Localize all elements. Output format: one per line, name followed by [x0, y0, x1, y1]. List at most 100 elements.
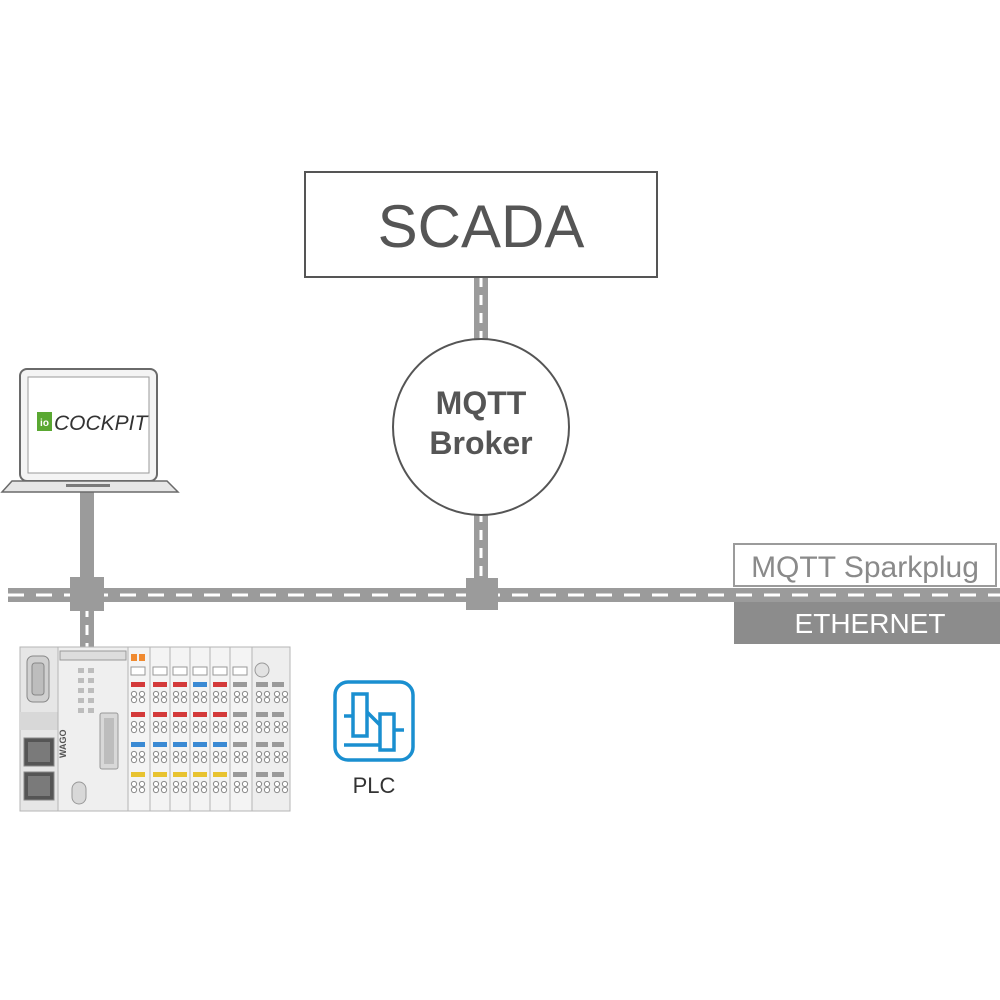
terminal-contact: [160, 750, 168, 758]
laptop-network-link: [80, 492, 94, 584]
network-bus-line: [8, 588, 1000, 602]
terminal-contact: [255, 720, 263, 728]
terminal-contact: [138, 750, 146, 758]
cockpit-label: COCKPIT: [54, 412, 150, 435]
terminal-contact: [281, 756, 289, 764]
terminal-contact: [233, 690, 241, 698]
sparkplug-label: MQTT Sparkplug: [751, 551, 979, 584]
terminal-contact: [138, 696, 146, 704]
terminal-contact: [241, 690, 249, 698]
terminal-contact: [152, 786, 160, 794]
terminal-contact: [130, 726, 138, 734]
terminal-contact: [138, 720, 146, 728]
terminal-contact: [180, 786, 188, 794]
terminal-contact: [273, 696, 281, 704]
terminal-contact: [172, 696, 180, 704]
terminal-contact: [281, 696, 289, 704]
terminal-contact: [220, 756, 228, 764]
terminal-contact: [241, 726, 249, 734]
plc-label: PLC: [353, 773, 396, 798]
scada-box[interactable]: SCADA: [304, 171, 658, 278]
terminal-contact: [130, 690, 138, 698]
terminal-contact: [200, 726, 208, 734]
laptop-device[interactable]: io COCKPIT: [0, 368, 180, 493]
terminal-contact: [180, 726, 188, 734]
terminal-contact: [212, 690, 220, 698]
terminal-contact: [273, 750, 281, 758]
terminal-contact: [152, 720, 160, 728]
terminal-contact: [192, 696, 200, 704]
terminal-contact: [160, 696, 168, 704]
terminal-contact: [241, 750, 249, 758]
terminal-contact: [255, 726, 263, 734]
ethernet-legend: ETHERNET: [734, 602, 1000, 644]
terminal-contact: [180, 780, 188, 788]
mqtt-broker-node[interactable]: MQTT Broker: [392, 338, 570, 516]
terminal-contact: [255, 780, 263, 788]
terminal-contact: [200, 720, 208, 728]
terminal-contact: [255, 690, 263, 698]
terminal-contact: [233, 780, 241, 788]
terminal-contact: [233, 720, 241, 728]
terminal-contact: [241, 786, 249, 794]
terminal-contact: [192, 690, 200, 698]
terminal-contact: [138, 786, 146, 794]
terminal-contact: [263, 726, 271, 734]
terminal-contact: [192, 780, 200, 788]
terminal-contact: [130, 720, 138, 728]
terminal-contact: [281, 690, 289, 698]
controller-network-link: [80, 607, 94, 647]
terminal-contact: [160, 786, 168, 794]
terminal-contact: [212, 726, 220, 734]
terminal-contact: [241, 756, 249, 764]
scada-label: SCADA: [378, 193, 585, 260]
plc-icon[interactable]: [333, 680, 415, 762]
terminal-contact: [273, 756, 281, 764]
terminal-contact: [172, 690, 180, 698]
terminal-contact: [241, 696, 249, 704]
terminal-contact: [152, 690, 160, 698]
terminal-contact: [130, 756, 138, 764]
terminal-contact: [273, 726, 281, 734]
terminal-contact: [212, 786, 220, 794]
terminal-contact: [263, 696, 271, 704]
terminal-contact: [172, 786, 180, 794]
terminal-contact: [160, 690, 168, 698]
terminal-contact: [192, 786, 200, 794]
wago-controller[interactable]: WAGO: [19, 646, 291, 812]
terminal-contact: [281, 750, 289, 758]
terminal-contact: [281, 726, 289, 734]
terminal-contact: [220, 726, 228, 734]
terminal-contact: [220, 696, 228, 704]
io-module-4: [189, 646, 211, 812]
terminal-contact: [130, 750, 138, 758]
terminal-contact: [130, 786, 138, 794]
broker-network-link: [474, 512, 488, 584]
terminal-contact: [138, 726, 146, 734]
terminal-contact: [160, 756, 168, 764]
terminal-contact: [241, 720, 249, 728]
ethernet-label: ETHERNET: [795, 608, 946, 639]
terminal-contact: [220, 780, 228, 788]
io-module-2: [149, 646, 171, 812]
terminal-contact: [160, 726, 168, 734]
terminal-contact: [220, 786, 228, 794]
terminal-contact: [263, 720, 271, 728]
terminal-contact: [273, 690, 281, 698]
terminal-contact: [255, 756, 263, 764]
terminal-contact: [200, 780, 208, 788]
terminal-contact: [172, 726, 180, 734]
io-module-6: [229, 646, 253, 812]
cockpit-logo: io COCKPIT: [37, 412, 150, 435]
terminal-contact: [273, 786, 281, 794]
io-module-1: [127, 646, 151, 812]
terminal-contact: [212, 720, 220, 728]
sparkplug-legend: MQTT Sparkplug: [733, 543, 997, 587]
terminal-contact: [233, 750, 241, 758]
terminal-contact: [220, 690, 228, 698]
terminal-contact: [200, 756, 208, 764]
broker-label-line1: MQTT: [436, 385, 527, 421]
terminal-contact: [263, 786, 271, 794]
laptop-junction: [70, 577, 104, 611]
